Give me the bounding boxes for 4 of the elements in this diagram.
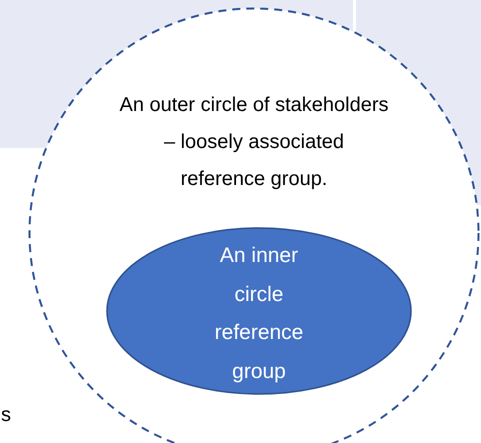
- node-text: An outer circle of stakeholders – loosely associated reference group.: [119, 93, 389, 192]
- text-fragment: s: [1, 404, 11, 427]
- node-text: An inner circle reference group: [214, 243, 304, 384]
- filled-ellipse: [106, 227, 412, 395]
